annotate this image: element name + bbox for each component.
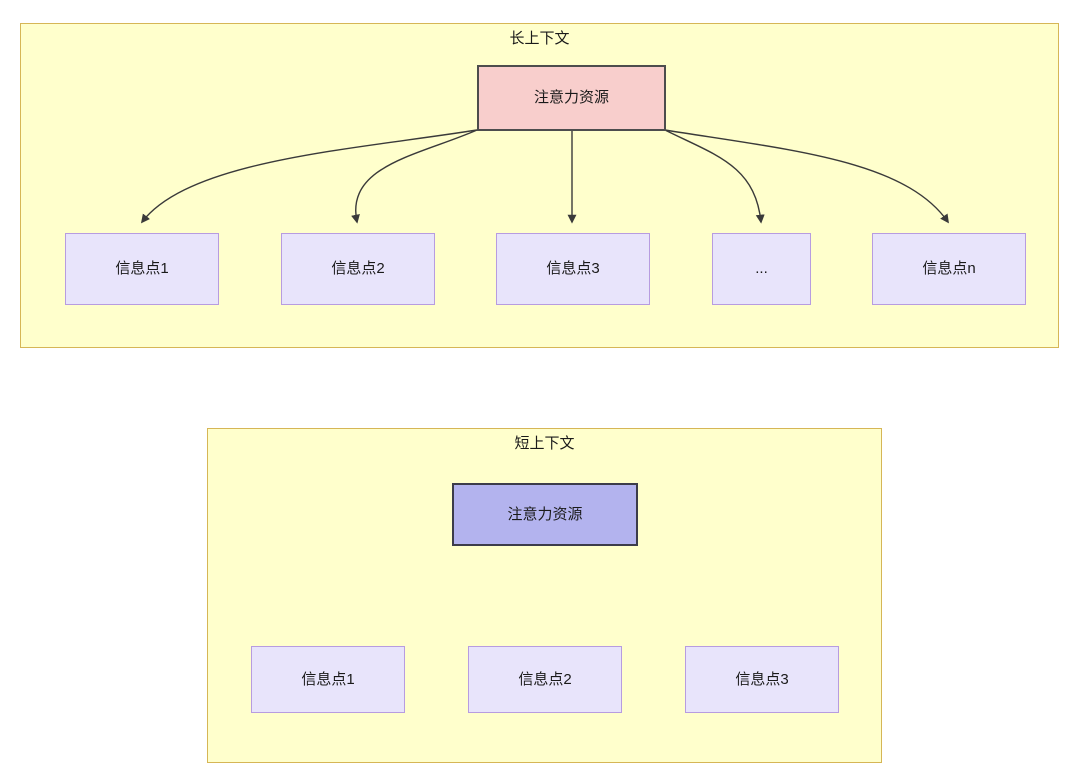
node-info-point-2-long[interactable]: 信息点2: [281, 233, 435, 305]
group-long-context-title: 长上下文: [509, 30, 570, 47]
node-info-point-3-short[interactable]: 信息点3: [685, 646, 839, 713]
group-short-context-title: 短上下文: [514, 435, 575, 452]
node-info-point-3-long[interactable]: 信息点3: [496, 233, 650, 305]
node-info-point-n-long[interactable]: 信息点n: [872, 233, 1026, 305]
node-info-point-ellipsis-long[interactable]: ...: [712, 233, 811, 305]
node-info-point-1-long[interactable]: 信息点1: [65, 233, 219, 305]
node-attention-resource-long[interactable]: 注意力资源: [477, 65, 666, 131]
node-info-point-2-short[interactable]: 信息点2: [468, 646, 622, 713]
node-info-point-1-short[interactable]: 信息点1: [251, 646, 405, 713]
node-attention-resource-short[interactable]: 注意力资源: [452, 483, 638, 546]
